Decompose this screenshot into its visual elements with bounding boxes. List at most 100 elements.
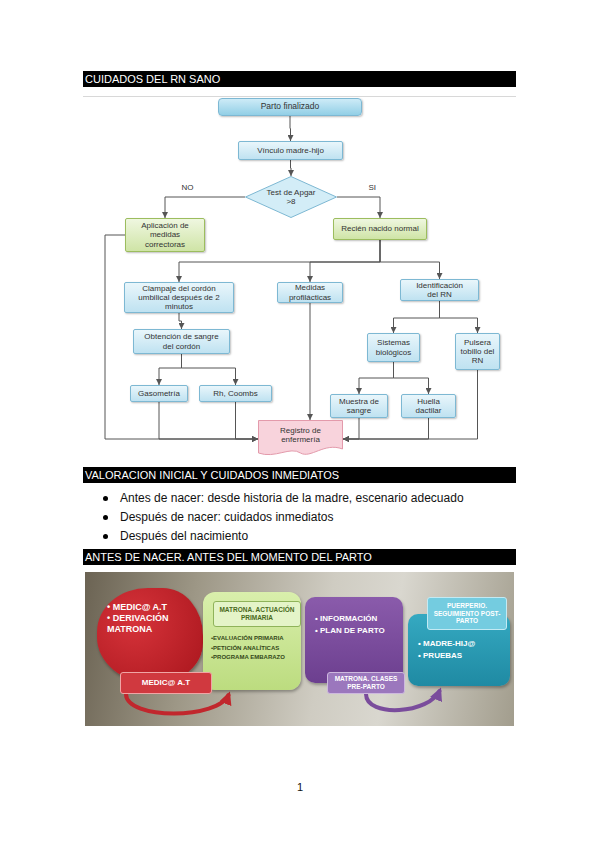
node-label: Rh, Coombs (200, 386, 271, 401)
edge-label: SI (368, 183, 376, 192)
node-text: •EVALUACIÓN PRIMARIA (211, 634, 284, 644)
node-text: •PROGRAMA EMBARAZO (211, 653, 285, 663)
node-label: Vínculo madre-hijo (239, 142, 342, 159)
stage-tag: MATRONA. ACTUACIÓN PRIMARIA (213, 601, 301, 627)
document-shape (259, 421, 343, 455)
node-text: • MADRE-HIJ@ (418, 638, 475, 650)
node-text: Rh, Coombs (213, 389, 257, 398)
bullet-dot (103, 515, 108, 520)
connector (337, 197, 380, 218)
process-box: Vínculo madre-hijo (238, 141, 343, 160)
node-label: • INFORMACIÓN• PLAN DE PARTO (305, 597, 403, 683)
node-text: Registro de enfermería (272, 426, 329, 444)
node-text: • INFORMACIÓN (315, 613, 377, 625)
section-heading: CUIDADOS DEL RN SANO (83, 71, 516, 87)
node-text: •PETICIÓN ANALÍTICAS (211, 644, 279, 654)
node-label: Pulsera tobillo del RN (456, 334, 499, 369)
node-text: Medidas profilácticas (278, 283, 342, 301)
node-label: MATRONA. CLASES PRE-PARTO (328, 673, 404, 693)
process-box: Obtención de sangre del cordón (133, 329, 230, 354)
node-label: PUERPERIO. SEGUIMIENTO POST-PARTO (428, 598, 506, 629)
node-text: Obtención de sangre del cordón (140, 332, 223, 350)
stage-tag: MEDIC@ A.T (120, 672, 212, 694)
connector (159, 354, 182, 385)
connector (359, 362, 394, 394)
connector (394, 362, 429, 394)
diamond-shape (246, 177, 337, 218)
node-text: Huella dactilar (410, 397, 447, 415)
stage-tag: MATRONA. CLASES PRE-PARTO (327, 672, 405, 694)
stage-box: •EVALUACIÓN PRIMARIA•PETICIÓN ANALÍTICAS… (203, 592, 301, 690)
node-text: • PRUEBAS (418, 650, 462, 662)
process-box: Aplicación de medidas correctoras (125, 218, 205, 252)
connector (440, 301, 478, 333)
node-label: Huella dactilar (402, 395, 455, 417)
node-text: Sistemas biológicos (368, 338, 419, 356)
node-label: MATRONA. ACTUACIÓN PRIMARIA (214, 602, 300, 626)
rule-line (83, 96, 516, 97)
node-label: Obtención de sangre del cordón (134, 330, 229, 353)
node-label: Medidas profilácticas (278, 283, 342, 302)
process-box: Medidas profilácticas (277, 282, 343, 303)
decision-diamond: Test de Apgar >8 (245, 176, 337, 218)
node-label: ANTES DE NACER. ANTES DEL MOMENTO DEL PA… (83, 549, 516, 565)
node-text: Aplicación de medidas correctoras (130, 221, 200, 249)
node-text: Identificación del RN (411, 281, 468, 299)
node-text: PUERPERIO. SEGUIMIENTO POST-PARTO (432, 602, 502, 625)
stage-blob: • MEDIC@ A.T• DERIVACIÓN MATRONA (97, 588, 203, 683)
node-text: MEDIC@ A.T (142, 679, 190, 688)
connector (165, 197, 245, 218)
connector (179, 240, 380, 282)
process-box: Identificación del RN (400, 279, 479, 301)
section-band: ANTES DE NACER. ANTES DEL MOMENTO DEL PA… (83, 549, 516, 565)
connector (310, 303, 311, 420)
bullet-text: Antes de nacer: desde historia de la mad… (120, 491, 520, 505)
process-box: Huella dactilar (401, 394, 456, 418)
connector (159, 402, 258, 439)
process-box: Clampaje del cordón umbilical después de… (124, 282, 234, 313)
connector (380, 240, 440, 279)
node-text: MATRONA. CLASES PRE-PARTO (332, 675, 400, 691)
node-label: Identificación del RN (401, 280, 478, 300)
node-label: Test de Apgar >8 (245, 176, 337, 218)
process-box: Pulsera tobillo del RN (455, 333, 500, 370)
node-label: MEDIC@ A.T (121, 673, 211, 693)
connector (290, 160, 292, 176)
node-text: Vínculo madre-hijo (257, 146, 324, 155)
node-label: Recién nacido normal (334, 219, 426, 239)
bullet-text: Después del nacimiento (120, 529, 520, 543)
stage-box: • INFORMACIÓN• PLAN DE PARTO (305, 597, 403, 683)
section-band: VALORACION INICIAL Y CUIDADOS INMEDIATOS (83, 467, 516, 483)
bullet-dot (103, 496, 108, 501)
node-text: MATRONA. ACTUACIÓN PRIMARIA (218, 606, 296, 622)
process-box: Muestra de sangre (330, 394, 388, 418)
node-label: Aplicación de medidas correctoras (126, 219, 204, 251)
node-label: • MEDIC@ A.T• DERIVACIÓN MATRONA (97, 588, 203, 683)
bullet-dot (103, 534, 108, 539)
node-text: VALORACION INICIAL Y CUIDADOS INMEDIATOS (85, 467, 339, 483)
stage-tag: PUERPERIO. SEGUIMIENTO POST-PARTO (427, 597, 507, 630)
node-label: VALORACION INICIAL Y CUIDADOS INMEDIATOS (83, 467, 516, 483)
connector (179, 313, 182, 329)
start-box: Parto finalizado (218, 98, 362, 116)
connector (290, 116, 292, 141)
process-box: Recién nacido normal (333, 218, 427, 240)
connector (182, 354, 236, 385)
node-label: Registro de enfermería (258, 420, 343, 458)
connector (126, 694, 229, 714)
node-text: Recién nacido normal (341, 224, 418, 233)
node-label: Parto finalizado (219, 99, 361, 115)
page-number: 1 (290, 781, 310, 793)
connector (105, 235, 258, 439)
node-label: Sistemas biológicos (368, 334, 419, 361)
process-box: Gasometría (130, 385, 188, 402)
node-text: Test de Apgar >8 (261, 188, 321, 206)
process-box: Sistemas biológicos (367, 333, 420, 362)
edge-label: NO (181, 183, 193, 192)
bullet-text: Después de nacer: cuidados inmediatos (120, 510, 520, 524)
node-label: Clampaje del cordón umbilical después de… (125, 283, 233, 312)
process-box: Rh, Coombs (199, 385, 272, 402)
connector (394, 301, 440, 333)
node-text: • DERIVACIÓN MATRONA (107, 613, 187, 635)
